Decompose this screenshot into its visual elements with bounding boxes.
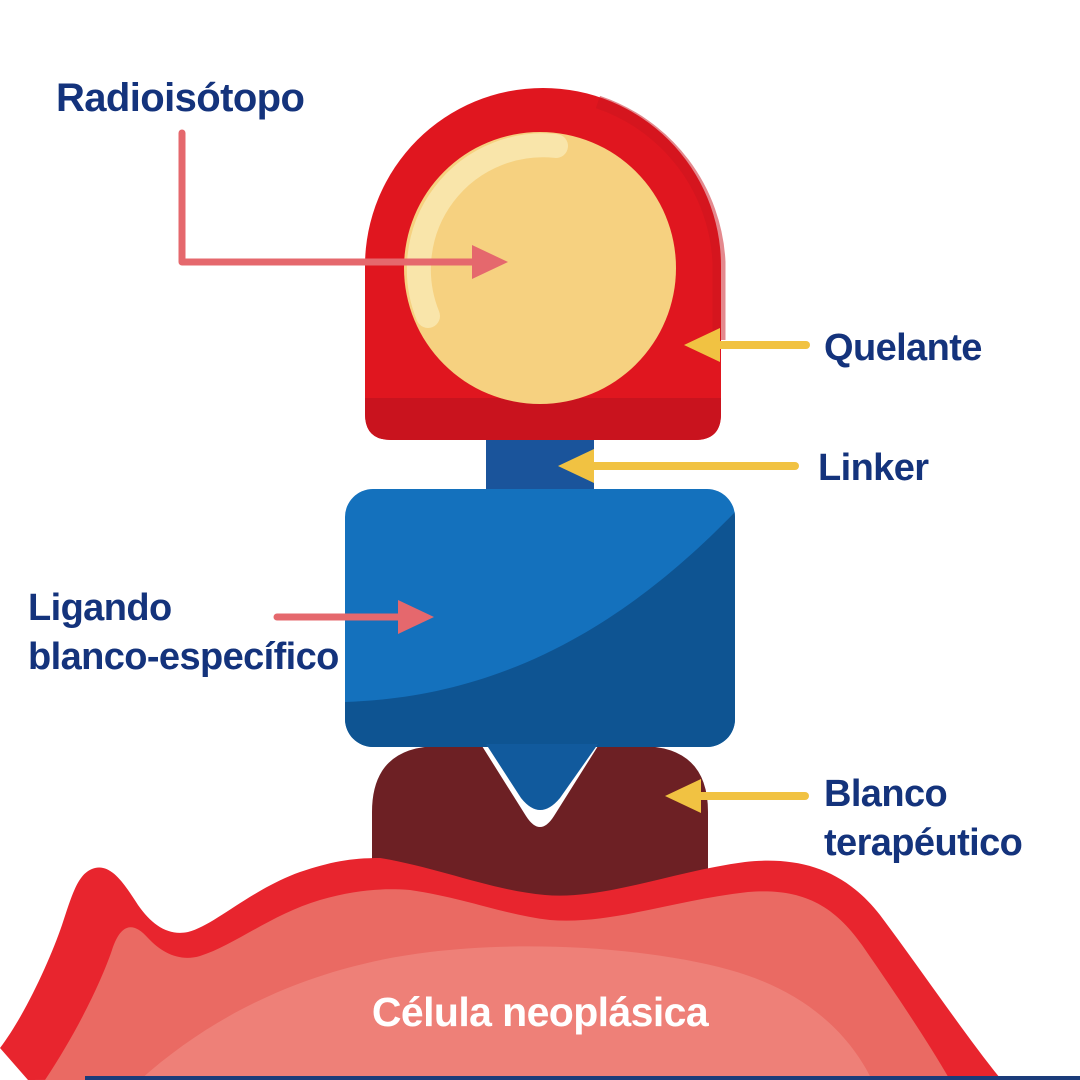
cell-inner-highlight-shape — [140, 946, 872, 1080]
ligand-label: Ligando blanco-específico — [28, 584, 339, 683]
ligand-arrow-head — [398, 600, 434, 634]
ligand-body-shade — [345, 512, 735, 747]
chelator-dome-edge-shadow — [595, 95, 726, 340]
linker-arrow-head — [558, 449, 594, 483]
radioisotope-arrow-line — [178, 129, 490, 266]
chelator-dome-band — [365, 398, 721, 440]
radioisotope-label: Radioisótopo — [56, 76, 305, 120]
neoplastic-cell-label: Célula neoplásica — [371, 989, 709, 1035]
therapeutic-target-label: Blanco terapéutico — [824, 770, 1023, 869]
radioisotope-sphere-highlight — [406, 133, 568, 328]
ligand-label-line1: Ligando — [28, 587, 172, 629]
ligand-binding-wedge — [486, 744, 598, 810]
radioisotope-arrow-head — [472, 245, 508, 279]
ligand-label-line2: blanco-específico — [28, 636, 339, 679]
chelator-arrow-head — [684, 328, 720, 362]
chelator-label: Quelante — [824, 327, 982, 369]
bottom-baseline — [85, 1076, 1080, 1080]
radioisotope-sphere — [404, 132, 676, 404]
target-arrow-head — [665, 779, 701, 813]
target-label-line1: Blanco — [824, 773, 948, 815]
linker-label: Linker — [818, 447, 929, 489]
target-label-line2: terapéutico — [824, 822, 1023, 865]
